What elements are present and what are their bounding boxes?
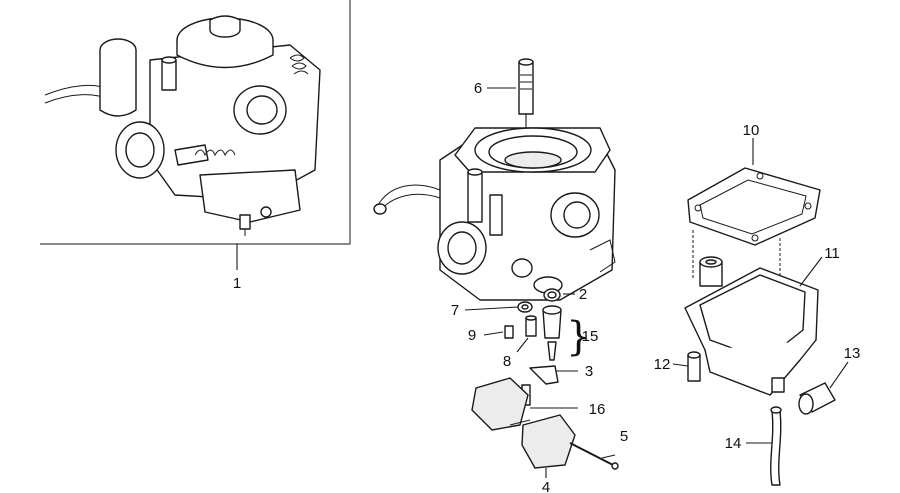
callout-labels: 1 2 3 4 5 6 7 8 9 10 11 12 13 14 15 16 }: [233, 80, 861, 493]
carburettor-assembly: [44, 15, 321, 236]
callout-15-brace: }: [566, 314, 591, 360]
carburettor-body: [373, 127, 616, 301]
small-parts: [471, 288, 619, 470]
leader-lines: [464, 87, 849, 478]
callout-4: 4: [542, 479, 550, 493]
callout-12: 12: [654, 356, 671, 373]
callout-9: 9: [468, 327, 476, 344]
callout-1: 1: [233, 275, 241, 292]
assembly-frame: [40, 0, 351, 270]
callout-6: 6: [474, 80, 482, 97]
part-10-gasket: [687, 138, 821, 285]
callout-15: 15: [582, 328, 599, 345]
callout-10: 10: [743, 122, 760, 139]
part-6-jet: [518, 58, 534, 128]
callout-8: 8: [503, 353, 511, 370]
callout-5: 5: [620, 428, 628, 445]
callout-14: 14: [725, 435, 742, 452]
callout-2: 2: [579, 286, 587, 303]
parts-12-14: [687, 351, 836, 486]
callout-16: 16: [589, 401, 606, 418]
callout-11: 11: [824, 245, 840, 262]
callout-13: 13: [844, 345, 861, 362]
callout-7: 7: [451, 302, 459, 319]
part-11-float-bowl: [684, 256, 819, 396]
callout-3: 3: [585, 363, 593, 380]
